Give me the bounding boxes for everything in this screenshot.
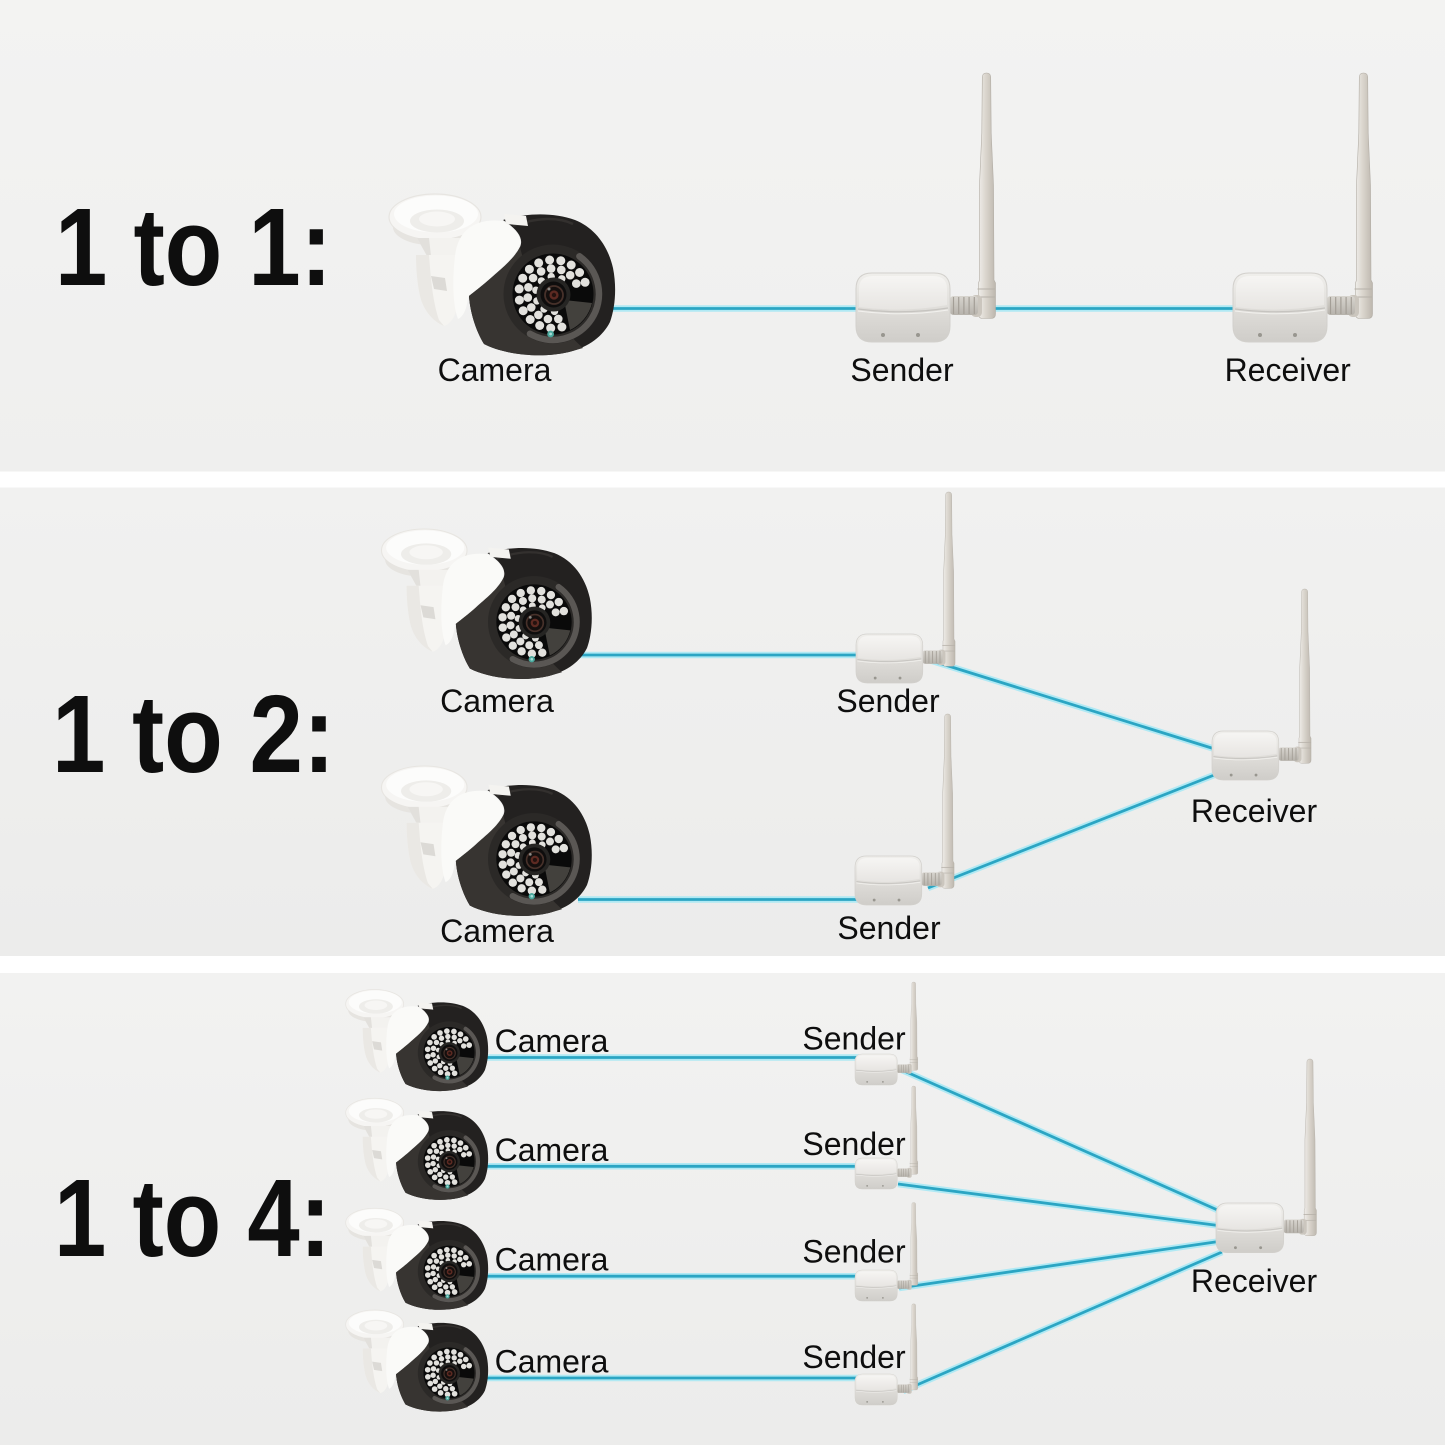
svg-text:Sender: Sender — [802, 1339, 906, 1375]
svg-text:Sender: Sender — [802, 1126, 906, 1162]
svg-text:Receiver: Receiver — [1225, 352, 1352, 388]
svg-text:Camera: Camera — [495, 1242, 609, 1278]
svg-text:1 to 1:: 1 to 1: — [55, 186, 332, 309]
svg-text:Camera: Camera — [438, 352, 552, 388]
svg-text:Camera: Camera — [440, 913, 554, 949]
svg-text:Receiver: Receiver — [1191, 1263, 1318, 1299]
svg-text:Camera: Camera — [440, 683, 554, 719]
svg-text:Sender: Sender — [837, 910, 941, 946]
svg-text:1 to 4:: 1 to 4: — [54, 1157, 331, 1280]
svg-text:Camera: Camera — [495, 1132, 609, 1168]
svg-text:Sender: Sender — [836, 683, 940, 719]
svg-text:Sender: Sender — [802, 1021, 906, 1057]
svg-text:Receiver: Receiver — [1191, 793, 1318, 829]
svg-text:Camera: Camera — [495, 1023, 609, 1059]
svg-text:Sender: Sender — [802, 1233, 906, 1269]
svg-text:Camera: Camera — [495, 1344, 609, 1380]
svg-text:1 to 2:: 1 to 2: — [52, 673, 335, 796]
svg-text:Sender: Sender — [850, 352, 954, 388]
